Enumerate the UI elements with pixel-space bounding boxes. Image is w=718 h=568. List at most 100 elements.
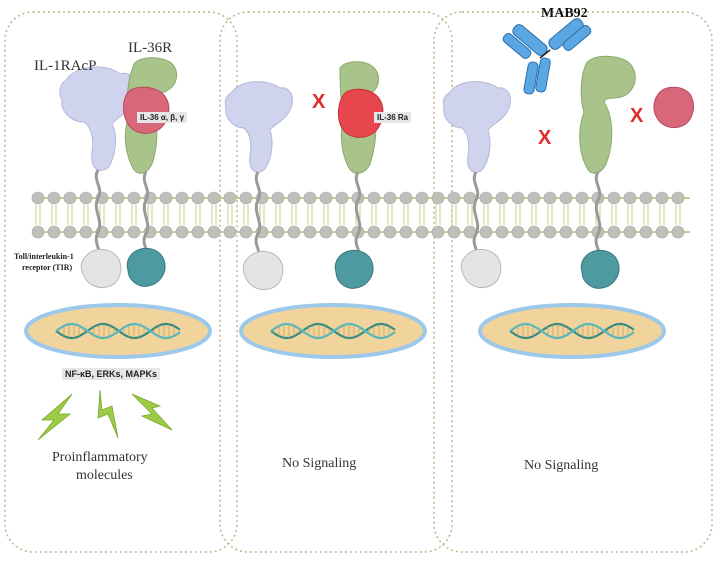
lipid-head	[543, 191, 557, 205]
lipid-head	[175, 191, 189, 205]
lipid-head	[79, 191, 93, 205]
lipid-head	[159, 225, 173, 239]
lipid-head	[671, 191, 685, 205]
il36r-label: IL-36R	[128, 40, 173, 56]
il1racp-label: IL-1RAcP	[34, 58, 97, 74]
lipid-head	[575, 191, 589, 205]
lipid-head	[511, 191, 525, 205]
block-mark-3: X	[630, 105, 644, 127]
block-mark-1: X	[312, 91, 326, 113]
lipid-head	[127, 191, 141, 205]
lipid-head	[623, 225, 637, 239]
panel-antibody	[433, 11, 713, 553]
tir-domain-left-3	[460, 249, 502, 289]
lipid-head	[559, 225, 573, 239]
tir-domain-left-1	[80, 249, 122, 289]
il36-ligands-label: IL-36 α, β, γ	[137, 112, 188, 123]
lipid-head	[527, 225, 541, 239]
lipid-head	[511, 225, 525, 239]
lipid-head	[191, 191, 205, 205]
lipid-head	[63, 225, 77, 239]
outcome-1-line1: Proinflammatory	[52, 450, 148, 465]
tir-domain-right-2	[334, 249, 374, 289]
lipid-head	[639, 191, 653, 205]
tir-label-line1: Toll/interleukin-1	[14, 252, 74, 261]
lipid-head	[175, 225, 189, 239]
il36-agonist-ligand	[123, 86, 170, 134]
tir-domain-right-1	[126, 247, 166, 287]
lipid-head	[111, 191, 125, 205]
lipid-head	[239, 191, 253, 205]
lipid-head	[367, 191, 381, 205]
tir-label-line2: receptor (TIR)	[22, 263, 73, 272]
dna-helix-strand	[509, 322, 635, 340]
dna-helix-strand	[55, 322, 181, 340]
lipid-head	[319, 225, 333, 239]
lipid-head	[495, 225, 509, 239]
lipid-head	[47, 225, 61, 239]
dna-helix-strand	[270, 322, 396, 340]
lipid-head	[271, 191, 285, 205]
outcome-2-label: No Signaling	[282, 456, 357, 471]
lipid-head	[159, 191, 173, 205]
lipid-head	[47, 191, 61, 205]
il1racp-receptor-3	[442, 81, 511, 259]
lipid-head	[271, 225, 285, 239]
tir-domain-left-2	[242, 251, 284, 291]
cell-membrane	[31, 191, 690, 239]
lipid-head	[303, 191, 317, 205]
lipid-head	[639, 225, 653, 239]
lipid-head	[223, 191, 237, 205]
lipid-head	[399, 191, 413, 205]
lipid-head	[655, 225, 669, 239]
lipid-head	[479, 191, 493, 205]
lipid-head	[543, 225, 557, 239]
tir-domain-right-3	[580, 249, 620, 289]
lipid-head	[191, 225, 205, 239]
lipid-head	[495, 191, 509, 205]
lipid-head	[335, 191, 349, 205]
lipid-head	[431, 191, 445, 205]
lipid-head	[415, 225, 429, 239]
mab92-label: MAB92	[541, 6, 588, 21]
lipid-head	[383, 191, 397, 205]
signal-lightning	[37, 389, 173, 441]
lipid-head	[559, 191, 573, 205]
lipid-head	[655, 191, 669, 205]
outcome-1-line2: molecules	[76, 468, 133, 483]
lipid-head	[527, 191, 541, 205]
il1racp-receptor-2	[224, 81, 293, 259]
lipid-head	[415, 191, 429, 205]
lipid-head	[79, 225, 93, 239]
lipid-head	[575, 225, 589, 239]
lipid-head	[447, 225, 461, 239]
il36-antagonist-label: IL-36 Ra	[374, 112, 412, 123]
lipid-head	[63, 191, 77, 205]
lipid-head	[287, 191, 301, 205]
lipid-head	[111, 225, 125, 239]
lipid-head	[607, 225, 621, 239]
lipid-head	[447, 191, 461, 205]
lipid-head	[287, 225, 301, 239]
dna-strands	[55, 322, 635, 340]
mab92-antibody	[502, 18, 592, 95]
panel-agonist	[4, 11, 238, 553]
lipid-head	[671, 225, 685, 239]
il36-antagonist-ligand	[337, 88, 384, 138]
free-il36-ligand	[653, 86, 695, 129]
il1racp-receptor-1	[59, 66, 138, 261]
lipid-head	[31, 225, 45, 239]
lipid-head	[399, 225, 413, 239]
lipid-head	[31, 191, 45, 205]
lipid-head	[223, 225, 237, 239]
lipid-head	[239, 225, 253, 239]
lipid-head	[207, 225, 221, 239]
lipid-head	[367, 225, 381, 239]
lipid-head	[479, 225, 493, 239]
lipid-head	[431, 225, 445, 239]
signaling-pathways-label: NF-κB, ERKs, MAPKs	[62, 368, 161, 380]
lipid-head	[319, 191, 333, 205]
il36r-receptor-3	[579, 55, 636, 259]
panel-antagonist	[219, 11, 453, 553]
